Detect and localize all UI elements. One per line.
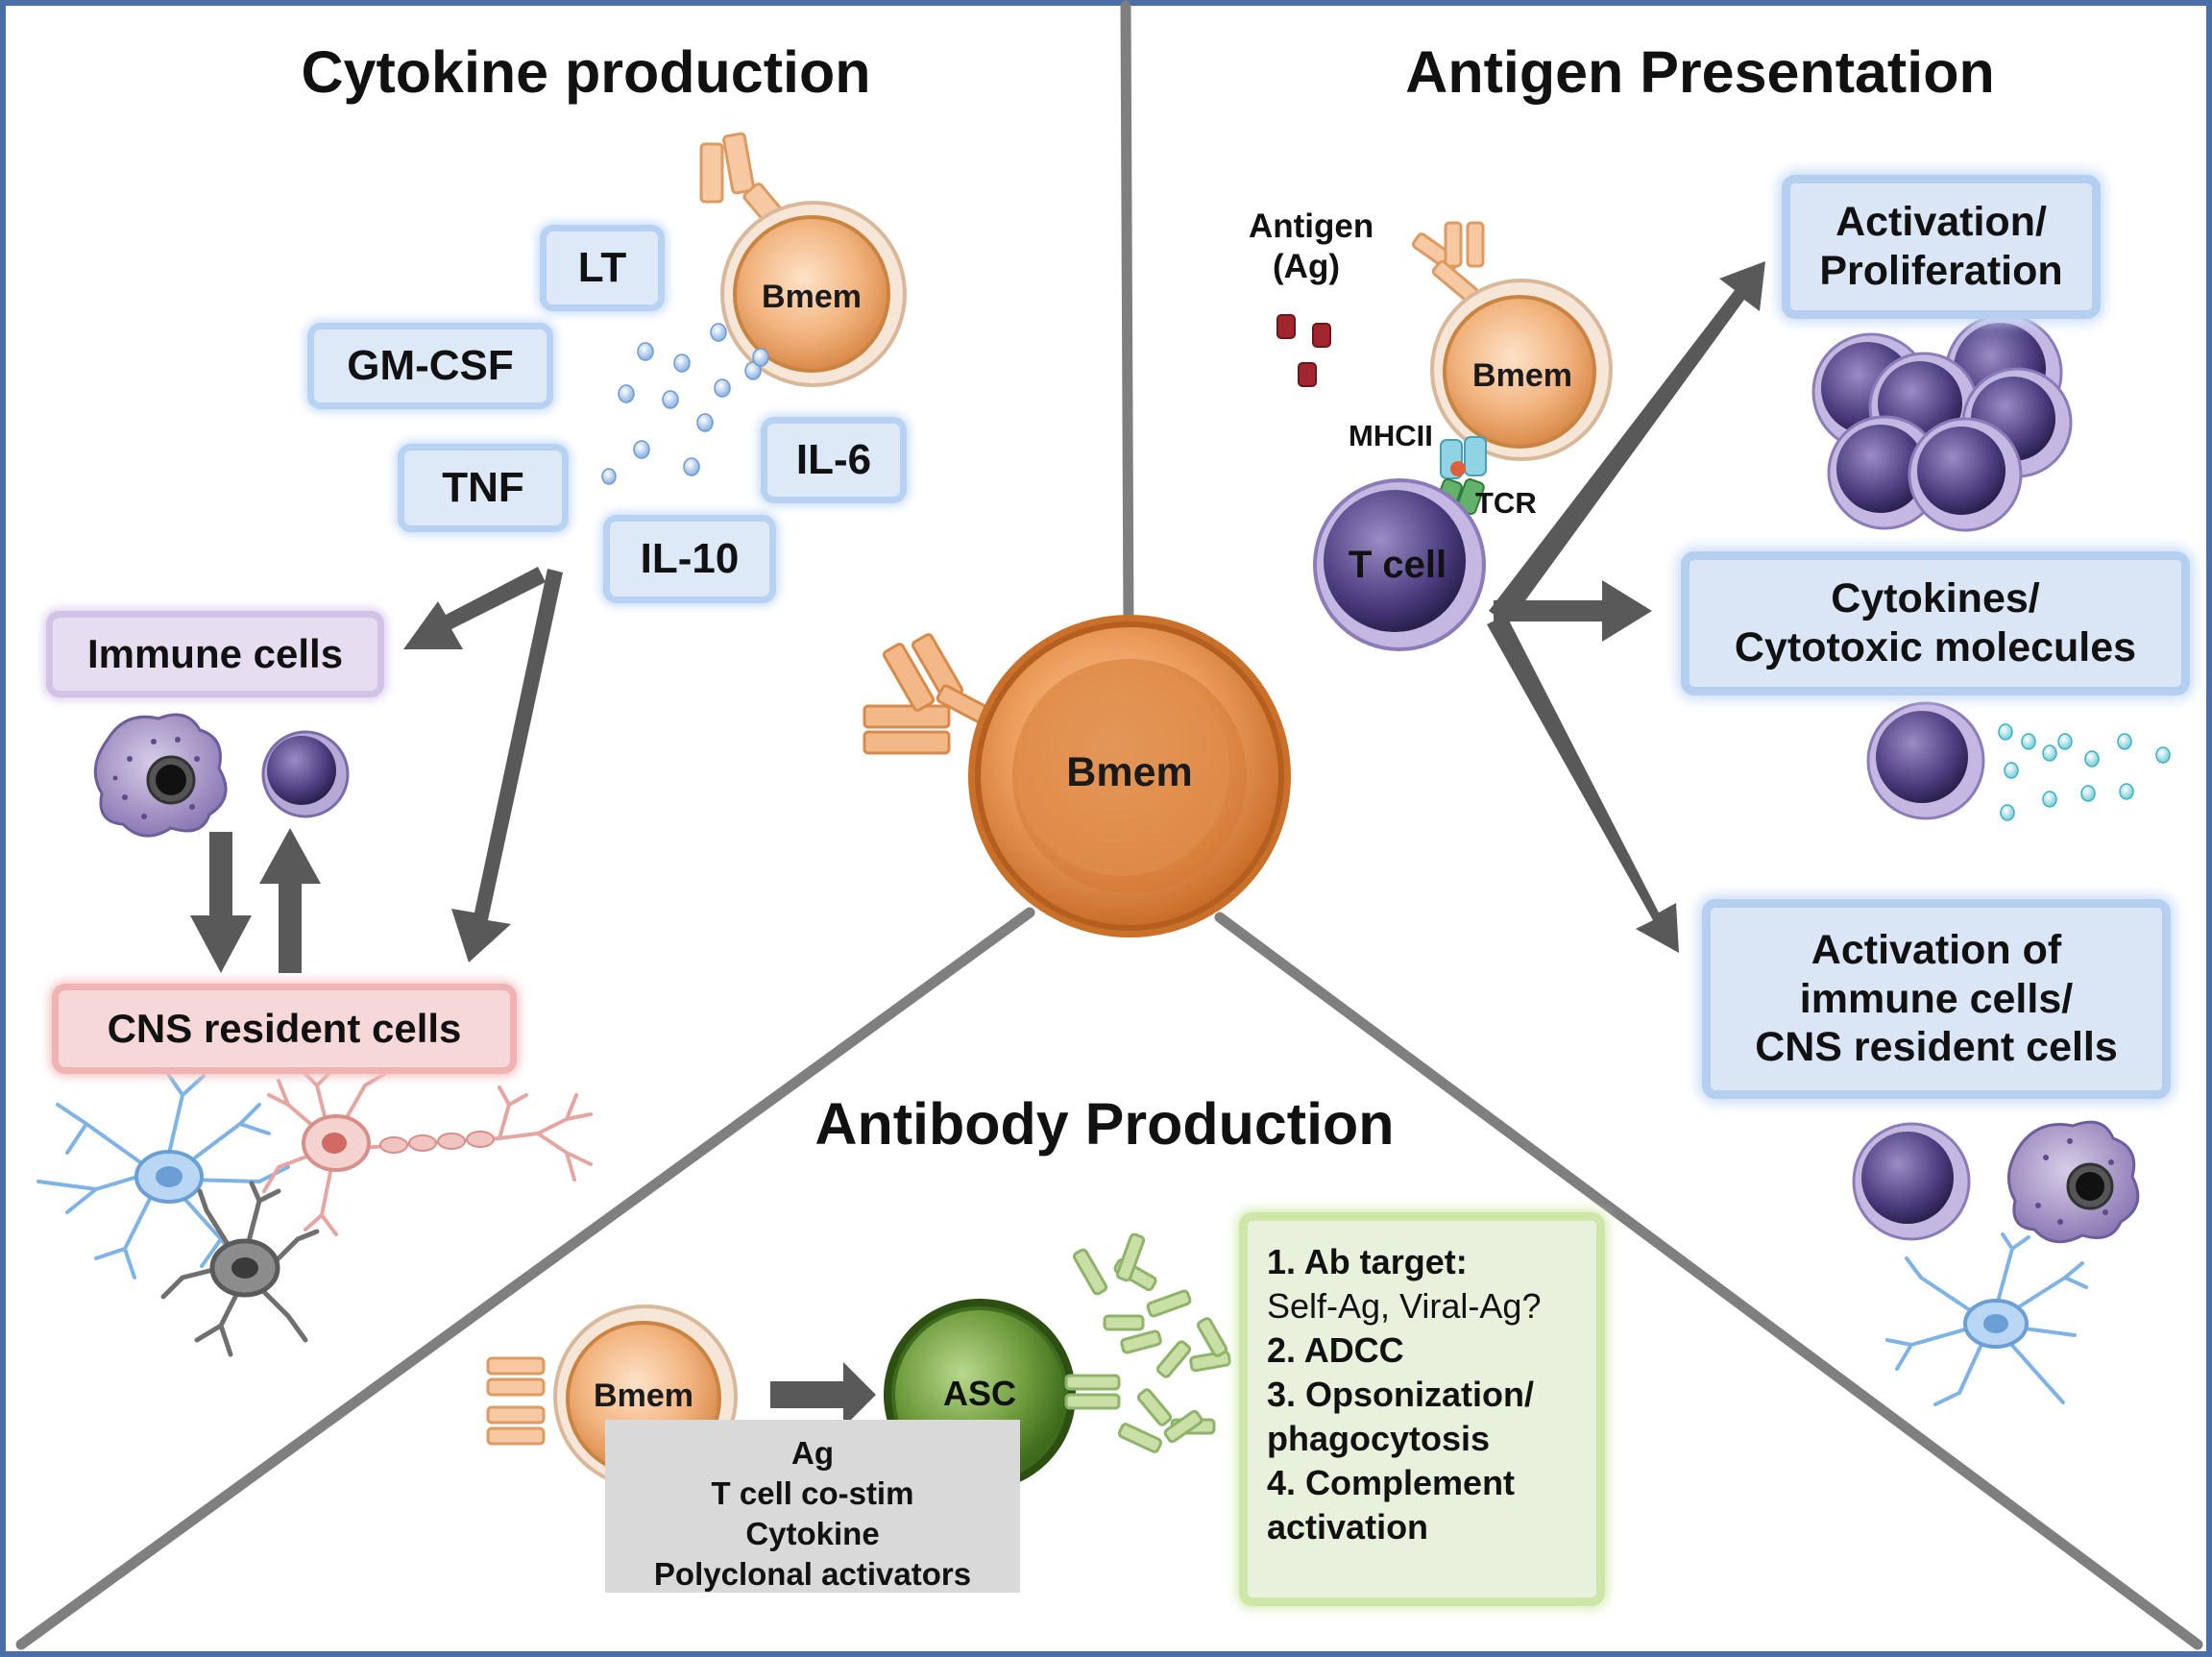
antigen-bmem-label: Bmem: [1472, 357, 1572, 394]
tcr-label: TCR: [1475, 486, 1537, 520]
t-cell: [1313, 478, 1486, 651]
antigen-presentation-title: Antigen Presentation: [1405, 39, 1995, 105]
immune-cells-box: Immune cells: [46, 611, 384, 697]
function-adcc: 2. ADCC: [1267, 1330, 1404, 1370]
function-opsonization: 3. Opsonization/: [1267, 1375, 1535, 1414]
cytokine-bmem-cell: [699, 132, 907, 387]
activators-box: Ag T cell co-stim Cytokine Polyclonal ac…: [605, 1420, 1020, 1593]
function-activation: activation: [1267, 1507, 1429, 1547]
cytokine-arrows: [403, 567, 563, 963]
cytokine-lt-box: LT: [540, 225, 665, 311]
central-bmem-cell: [863, 615, 1291, 938]
function-ab-target: 1. Ab target:: [1267, 1242, 1468, 1281]
outcome-cytokines-box: Cytokines/ Cytotoxic molecules: [1681, 551, 2190, 695]
antibody-functions-box: 1. Ab target: Self-Ag, Viral-Ag? 2. ADCC…: [1239, 1212, 1605, 1606]
cytokine-particles: [601, 323, 769, 485]
central-bmem-label: Bmem: [1066, 749, 1193, 795]
t-cell-label: T cell: [1348, 544, 1447, 586]
cytotoxic-molecules: [1998, 723, 2171, 821]
macrophage-icon: [93, 713, 228, 838]
microglia-icon: [160, 1181, 320, 1357]
function-complement: 4. Complement: [1267, 1463, 1516, 1502]
cytokine-tnf-box: TNF: [398, 444, 569, 532]
cns-resident-cells-box: CNS resident cells: [52, 984, 517, 1074]
activated-macrophage-icon: [2006, 1120, 2140, 1244]
asc-label: ASC: [942, 1374, 1016, 1413]
outcome-activation-immune-box: Activation of immune cells/ CNS resident…: [1702, 899, 2171, 1099]
proliferating-t-cells: [1811, 313, 2073, 532]
lymphocyte-icon: [261, 730, 350, 818]
cytotoxic-t-cell: [1866, 701, 1985, 820]
bcr-receptor-icon: [863, 633, 1005, 755]
antibody-production-title: Antibody Production: [814, 1091, 1395, 1157]
function-phagocytosis: phagocytosis: [1267, 1419, 1491, 1458]
cytokine-il6-box: IL-6: [761, 417, 907, 503]
differentiation-arrow: [770, 1362, 876, 1427]
cytokine-production-title: Cytokine production: [301, 39, 871, 105]
activated-astrocyte-icon: [1885, 1232, 2088, 1406]
antigen-particles: [1276, 314, 1331, 387]
antibody-bmem-label: Bmem: [594, 1377, 693, 1414]
neuron-icon: [262, 1066, 593, 1236]
cytokine-il10-box: IL-10: [603, 515, 776, 603]
activated-t-cell: [1852, 1122, 1971, 1241]
tcell-output-arrows: [1487, 261, 1765, 953]
antigen-bmem-cell: [1412, 221, 1613, 461]
function-targets: Self-Ag, Viral-Ag?: [1267, 1286, 1542, 1326]
outcome-activation-box: Activation/ Proliferation: [1782, 175, 2101, 319]
cytokine-gmcsf-box: GM-CSF: [307, 323, 553, 409]
secreted-antibodies-icon: [1064, 1232, 1231, 1453]
panel-dividers: [15, 0, 2203, 1650]
mhcii-label: MHCII: [1349, 419, 1433, 452]
exchange-arrows: [190, 828, 321, 973]
antigen-label: Antigen (Ag): [1249, 207, 1374, 285]
cytokine-bmem-label: Bmem: [762, 279, 862, 315]
